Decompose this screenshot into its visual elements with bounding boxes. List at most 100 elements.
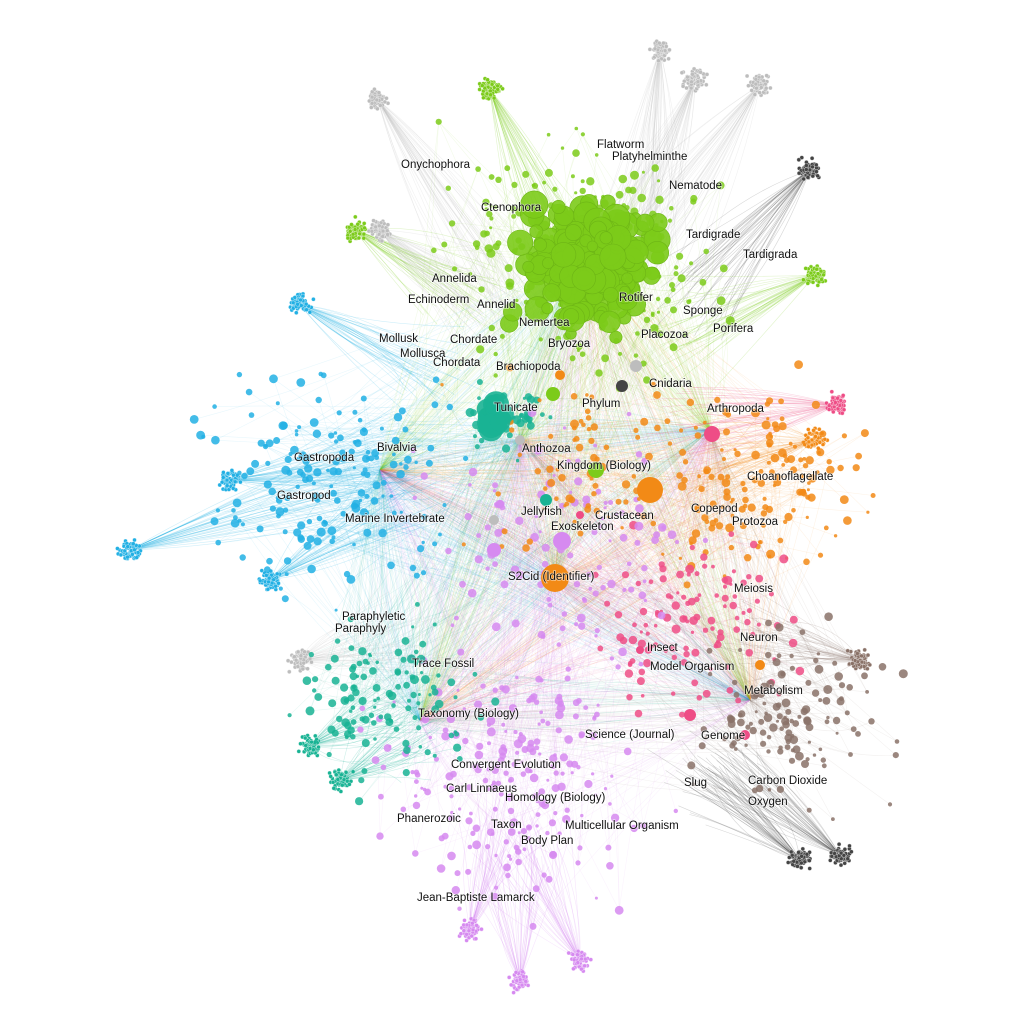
edge (379, 469, 407, 744)
leaf-node (299, 303, 304, 308)
leaf-node (652, 46, 658, 51)
edge (379, 469, 597, 899)
edge (379, 469, 583, 735)
edge (362, 469, 385, 702)
leaf-node (369, 229, 375, 234)
leaf-node (841, 393, 846, 398)
leaf-node (361, 236, 366, 241)
leaf-node (689, 85, 694, 91)
leaf-node (334, 772, 339, 777)
leaf-node (647, 47, 653, 52)
edge (333, 429, 711, 472)
leaf-node (305, 666, 310, 671)
leaf-node (814, 267, 819, 272)
edge (554, 447, 608, 581)
edge (469, 699, 751, 788)
leaf-node (805, 281, 810, 286)
edge (554, 499, 734, 581)
edge (335, 439, 521, 734)
leaf-node (583, 956, 588, 962)
edge (379, 469, 620, 911)
leaf-node (385, 228, 390, 233)
edge (519, 439, 537, 778)
edge (580, 421, 751, 701)
leaf-node (808, 270, 814, 276)
edge (727, 580, 759, 701)
edge (515, 699, 751, 733)
leaf-node (685, 74, 690, 80)
edge (379, 469, 802, 481)
leaf-node (814, 162, 819, 168)
leaf-node (307, 656, 313, 662)
edge (519, 439, 563, 507)
edge (379, 469, 760, 543)
leaf-node (304, 307, 309, 312)
edge (554, 517, 808, 581)
leaf-node (309, 739, 314, 745)
edge (419, 673, 711, 721)
leaf-node (822, 437, 827, 442)
leaf-node (804, 167, 809, 172)
edge (438, 579, 556, 693)
edge (317, 499, 556, 581)
leaf-node (294, 310, 299, 315)
leaf-node (667, 47, 672, 53)
edge (379, 469, 537, 517)
edge (519, 439, 638, 544)
leaf-node (303, 743, 308, 748)
edge (419, 685, 868, 721)
edge (554, 400, 770, 581)
edge (419, 702, 787, 721)
edge (519, 439, 582, 619)
edge (440, 259, 586, 869)
edge (379, 469, 442, 839)
edge (634, 175, 711, 431)
edge (658, 312, 711, 431)
edge (681, 278, 711, 431)
edge (379, 469, 854, 730)
edge (406, 439, 521, 751)
edge (381, 428, 521, 445)
leaf-node (690, 72, 695, 77)
edge (584, 259, 620, 911)
edge (379, 469, 417, 782)
edge (379, 421, 776, 471)
edge (709, 428, 778, 443)
edge (379, 469, 659, 615)
leaf-node (804, 852, 810, 857)
edge (379, 469, 425, 543)
leaf-node (379, 238, 385, 244)
edge (419, 248, 490, 721)
edge-layer (129, 49, 898, 981)
edge (419, 461, 686, 721)
edge (419, 652, 750, 721)
edge (519, 399, 718, 441)
edge (379, 469, 805, 712)
edge (711, 476, 751, 701)
leaf-node (796, 171, 802, 176)
leaf-node (238, 479, 243, 485)
edge (519, 439, 772, 595)
edge (709, 429, 806, 466)
leaf-node (495, 83, 500, 89)
edge (379, 469, 706, 631)
leaf-node (296, 749, 301, 754)
edge (346, 573, 421, 721)
edge (332, 541, 751, 701)
leaf-node (828, 858, 833, 863)
edge (379, 469, 536, 797)
edge (419, 708, 465, 721)
edge (379, 469, 711, 670)
edge (504, 531, 751, 701)
edge (554, 579, 816, 661)
leaf-node (328, 774, 333, 779)
edge (554, 436, 770, 581)
leaf-node (378, 103, 383, 108)
leaf-node (579, 966, 584, 972)
edge (346, 573, 421, 721)
edge (419, 508, 544, 721)
leaf-node (796, 850, 801, 855)
leaf-node (458, 931, 464, 936)
edge (419, 421, 645, 721)
